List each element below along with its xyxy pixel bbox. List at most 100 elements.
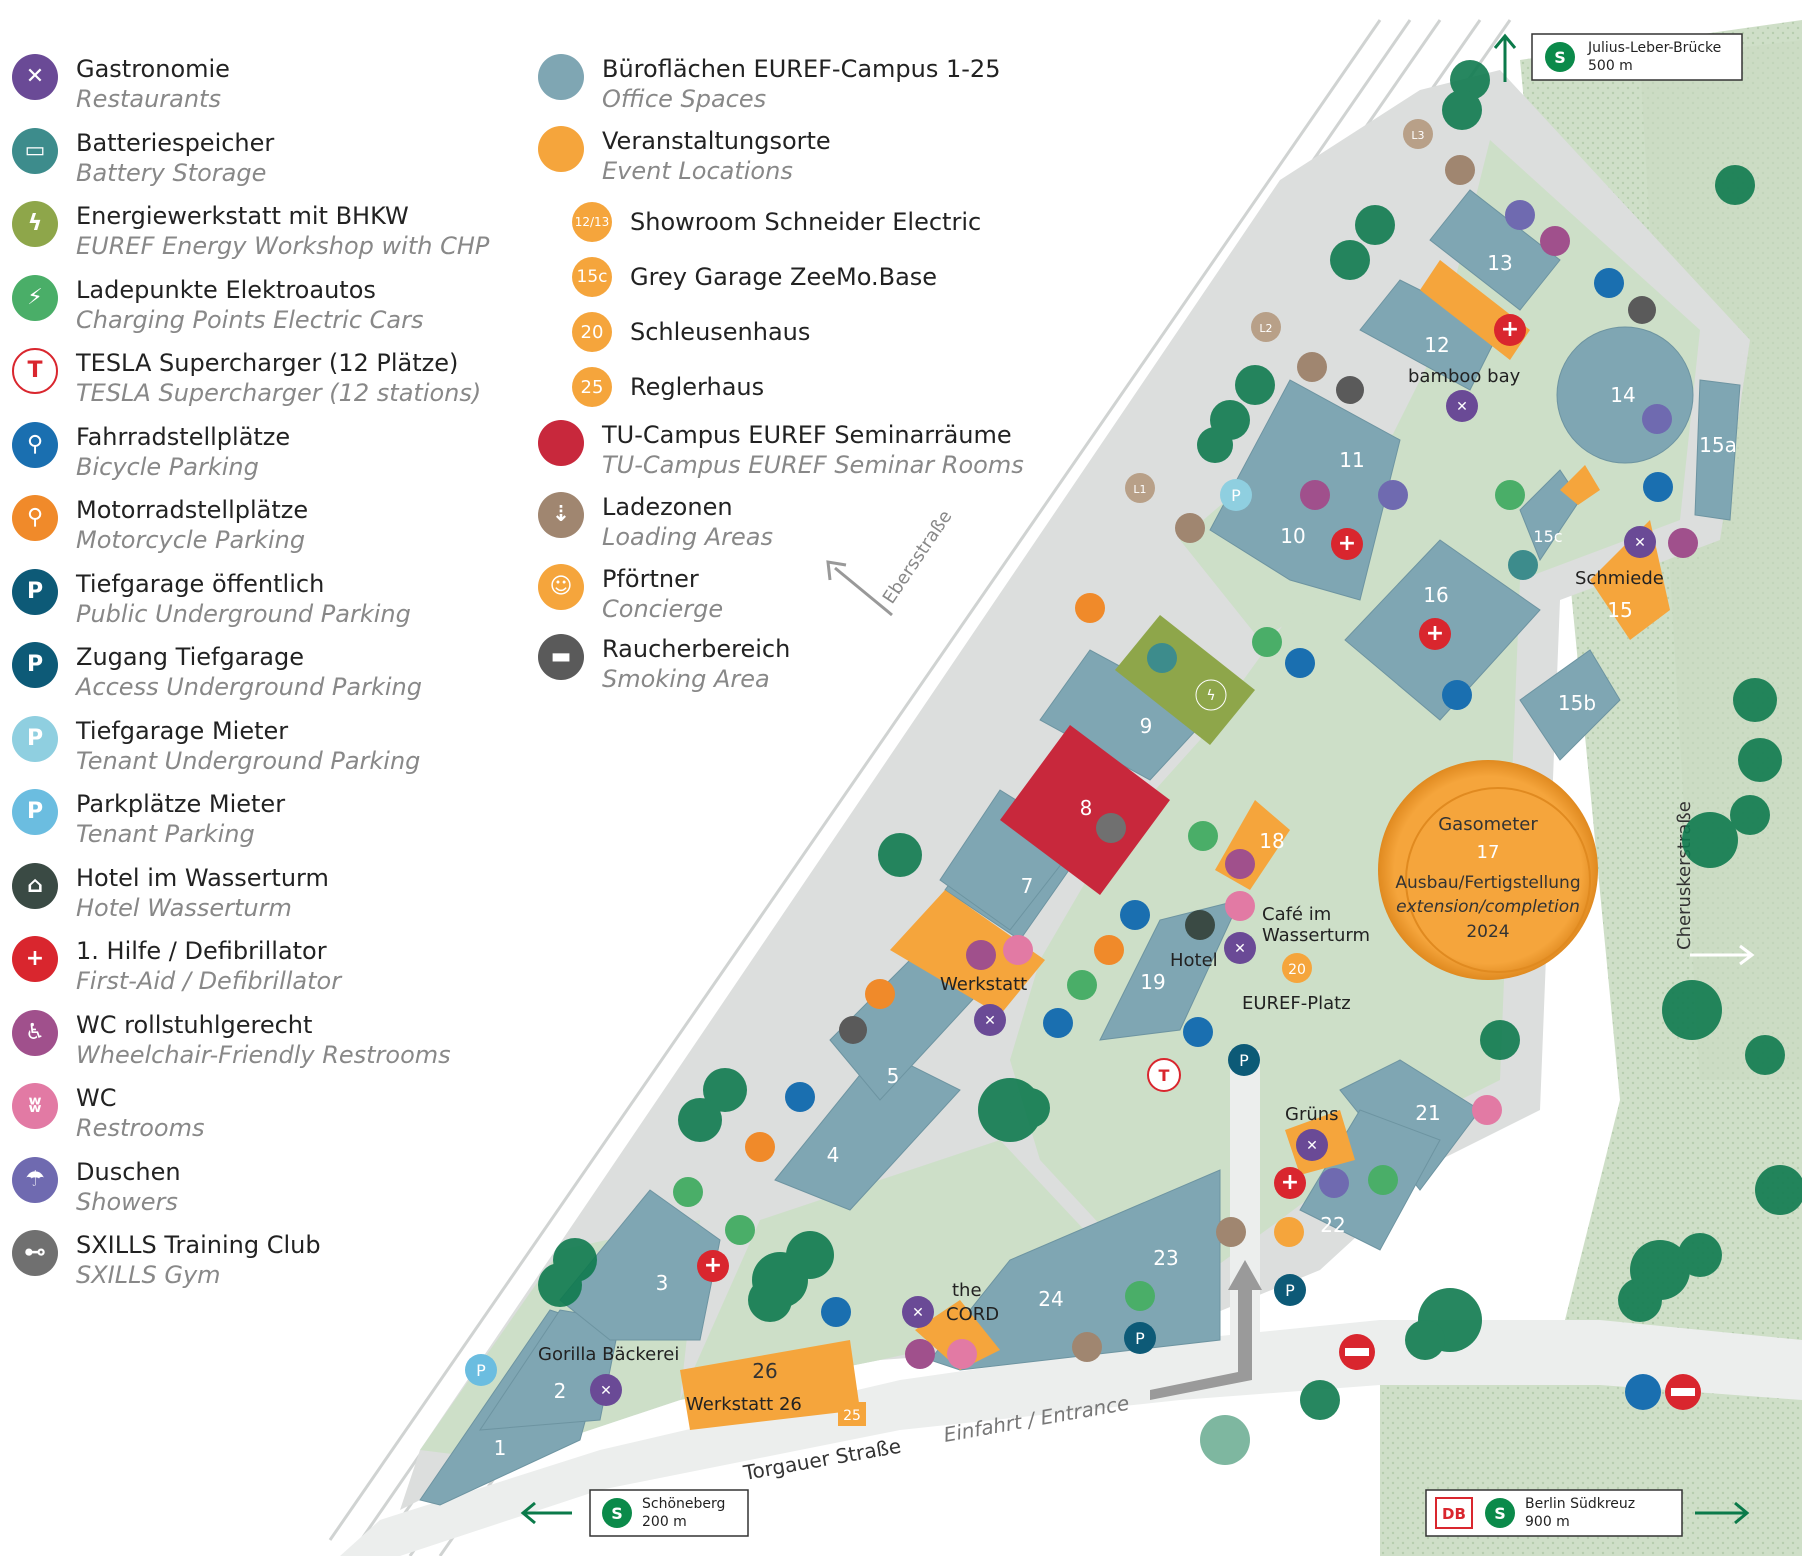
restroom-icon[interactable] bbox=[1472, 1095, 1502, 1125]
shower-icon[interactable] bbox=[1642, 404, 1672, 434]
bicycle-icon[interactable] bbox=[1594, 268, 1624, 298]
building-15c-event[interactable] bbox=[1560, 465, 1600, 505]
motorcycle-icon[interactable] bbox=[1075, 593, 1105, 623]
restaurant-icon[interactable]: ✕ bbox=[1446, 390, 1478, 422]
electric-car-icon[interactable] bbox=[1252, 627, 1282, 657]
restaurant-icon[interactable]: ✕ bbox=[1624, 526, 1656, 558]
bicycle-icon[interactable] bbox=[1643, 472, 1673, 502]
loading-zone-l3[interactable]: L3 bbox=[1403, 119, 1433, 149]
restroom-icon[interactable] bbox=[947, 1339, 977, 1369]
electric-car-icon[interactable] bbox=[1495, 480, 1525, 510]
electric-car-icon[interactable] bbox=[1188, 821, 1218, 851]
wheelchair-icon[interactable] bbox=[1300, 480, 1330, 510]
wheelchair-icon[interactable] bbox=[966, 940, 996, 970]
building-4[interactable] bbox=[774, 1049, 961, 1211]
bicycle-icon[interactable] bbox=[1183, 1017, 1213, 1047]
first-aid-icon[interactable]: + bbox=[1494, 314, 1526, 346]
battery-icon: ▭ bbox=[12, 128, 58, 174]
label-15: 15 bbox=[1607, 598, 1632, 622]
loading-zone-l1[interactable]: L1 bbox=[1125, 473, 1155, 503]
smoking-icon[interactable] bbox=[1628, 296, 1656, 324]
no-entry-icon bbox=[1665, 1374, 1701, 1410]
concierge-icon[interactable] bbox=[1274, 1217, 1304, 1247]
shower-icon[interactable] bbox=[1505, 200, 1535, 230]
lightning-icon[interactable]: ϟ bbox=[1195, 679, 1227, 711]
electric-car-icon[interactable] bbox=[673, 1177, 703, 1207]
electric-car-icon[interactable] bbox=[1125, 1281, 1155, 1311]
restaurant-icon[interactable]: ✕ bbox=[1224, 932, 1256, 964]
loading-icon[interactable] bbox=[1445, 155, 1475, 185]
building-15b[interactable] bbox=[1519, 649, 1621, 761]
electric-car-icon[interactable] bbox=[1067, 970, 1097, 1000]
building-25[interactable] bbox=[838, 1402, 866, 1426]
motorcycle-icon: ⚲ bbox=[12, 495, 58, 541]
motorcycle-icon[interactable] bbox=[1094, 935, 1124, 965]
first-aid-icon[interactable]: + bbox=[1274, 1167, 1306, 1199]
electric-car-icon[interactable] bbox=[1368, 1165, 1398, 1195]
building-13[interactable] bbox=[1429, 189, 1561, 311]
loading-icon[interactable] bbox=[1175, 513, 1205, 543]
wheelchair-icon[interactable] bbox=[1225, 849, 1255, 879]
label-7: 7 bbox=[1021, 874, 1034, 898]
dumbbell-icon[interactable] bbox=[1096, 813, 1126, 843]
legend-label-de: Fahrradstellplätze bbox=[76, 423, 291, 451]
bicycle-icon[interactable] bbox=[1442, 680, 1472, 710]
loading-icon[interactable] bbox=[1072, 1332, 1102, 1362]
svg-text:DB: DB bbox=[1442, 1505, 1466, 1523]
building-3[interactable] bbox=[559, 1189, 721, 1341]
loading-icon[interactable] bbox=[1216, 1217, 1246, 1247]
building-number-labels: 1 2 3 4 5 6 7 8 9 10 11 12 13 14 15 15a … bbox=[494, 251, 1737, 1460]
smoking-icon[interactable] bbox=[1336, 376, 1364, 404]
bicycle-icon[interactable] bbox=[1120, 900, 1150, 930]
restaurant-icon[interactable]: ✕ bbox=[902, 1296, 934, 1328]
shower-icon[interactable] bbox=[1319, 1168, 1349, 1198]
first-aid-icon[interactable]: + bbox=[1419, 618, 1451, 650]
parking-tenant-icon[interactable]: P bbox=[465, 1354, 497, 1386]
station-suedkreuz[interactable]: DB S Berlin Südkreuz 900 m bbox=[1425, 1489, 1683, 1537]
building-24-cord[interactable] bbox=[915, 1300, 1000, 1370]
station-schoeneberg[interactable]: S Schöneberg 200 m bbox=[589, 1489, 749, 1537]
restroom-icon[interactable] bbox=[1003, 935, 1033, 965]
bicycle-icon[interactable] bbox=[1285, 648, 1315, 678]
building-8-seminar[interactable] bbox=[1000, 725, 1170, 895]
building-9-energy[interactable] bbox=[1115, 615, 1255, 745]
electric-car-icon[interactable] bbox=[725, 1215, 755, 1245]
building-26[interactable] bbox=[680, 1340, 860, 1430]
restaurant-icon[interactable]: ✕ bbox=[590, 1374, 622, 1406]
first-aid-icon[interactable]: + bbox=[697, 1250, 729, 1282]
building-15a[interactable] bbox=[1694, 379, 1741, 521]
place-schmiede: Schmiede bbox=[1575, 568, 1664, 589]
event-20-marker[interactable]: 20 bbox=[1282, 953, 1312, 983]
bicycle-icon[interactable] bbox=[785, 1082, 815, 1112]
restaurant-icon[interactable]: ✕ bbox=[974, 1004, 1006, 1036]
battery-icon[interactable] bbox=[1508, 550, 1538, 580]
building-23-24[interactable] bbox=[929, 1169, 1221, 1371]
tesla-icon[interactable]: T bbox=[1147, 1058, 1181, 1092]
parking-tenant-ug-icon[interactable]: P bbox=[1220, 479, 1252, 511]
parking-public-icon[interactable]: P bbox=[1274, 1274, 1306, 1306]
parking-public-icon[interactable]: P bbox=[1124, 1322, 1156, 1354]
battery-icon[interactable] bbox=[1147, 643, 1177, 673]
svg-text:L2: L2 bbox=[1259, 322, 1272, 335]
bicycle-icon[interactable] bbox=[821, 1297, 851, 1327]
loading-zone-l2[interactable]: L2 bbox=[1251, 312, 1281, 342]
gasometer-de: Ausbau/Fertigstellung bbox=[1395, 873, 1580, 893]
svg-text:L1: L1 bbox=[1133, 483, 1146, 496]
label-11: 11 bbox=[1339, 448, 1364, 472]
station-julius[interactable]: S Julius-Leber-Brücke 500 m bbox=[1531, 33, 1743, 81]
shower-icon[interactable] bbox=[1378, 480, 1408, 510]
smoking-icon[interactable] bbox=[839, 1016, 867, 1044]
gasometer[interactable]: Gasometer 17 Ausbau/Fertigstellung exten… bbox=[1378, 760, 1598, 980]
motorcycle-icon[interactable] bbox=[745, 1132, 775, 1162]
first-aid-icon[interactable]: + bbox=[1331, 528, 1363, 560]
parking-access-icon[interactable]: P bbox=[1228, 1044, 1260, 1076]
wheelchair-icon[interactable] bbox=[1668, 528, 1698, 558]
hotel-icon[interactable] bbox=[1185, 910, 1215, 940]
wheelchair-icon[interactable] bbox=[905, 1339, 935, 1369]
wheelchair-icon[interactable] bbox=[1540, 226, 1570, 256]
restroom-icon[interactable] bbox=[1225, 891, 1255, 921]
motorcycle-icon[interactable] bbox=[865, 979, 895, 1009]
loading-icon[interactable] bbox=[1297, 352, 1327, 382]
restaurant-icon[interactable]: ✕ bbox=[1296, 1129, 1328, 1161]
bicycle-icon[interactable] bbox=[1043, 1008, 1073, 1038]
